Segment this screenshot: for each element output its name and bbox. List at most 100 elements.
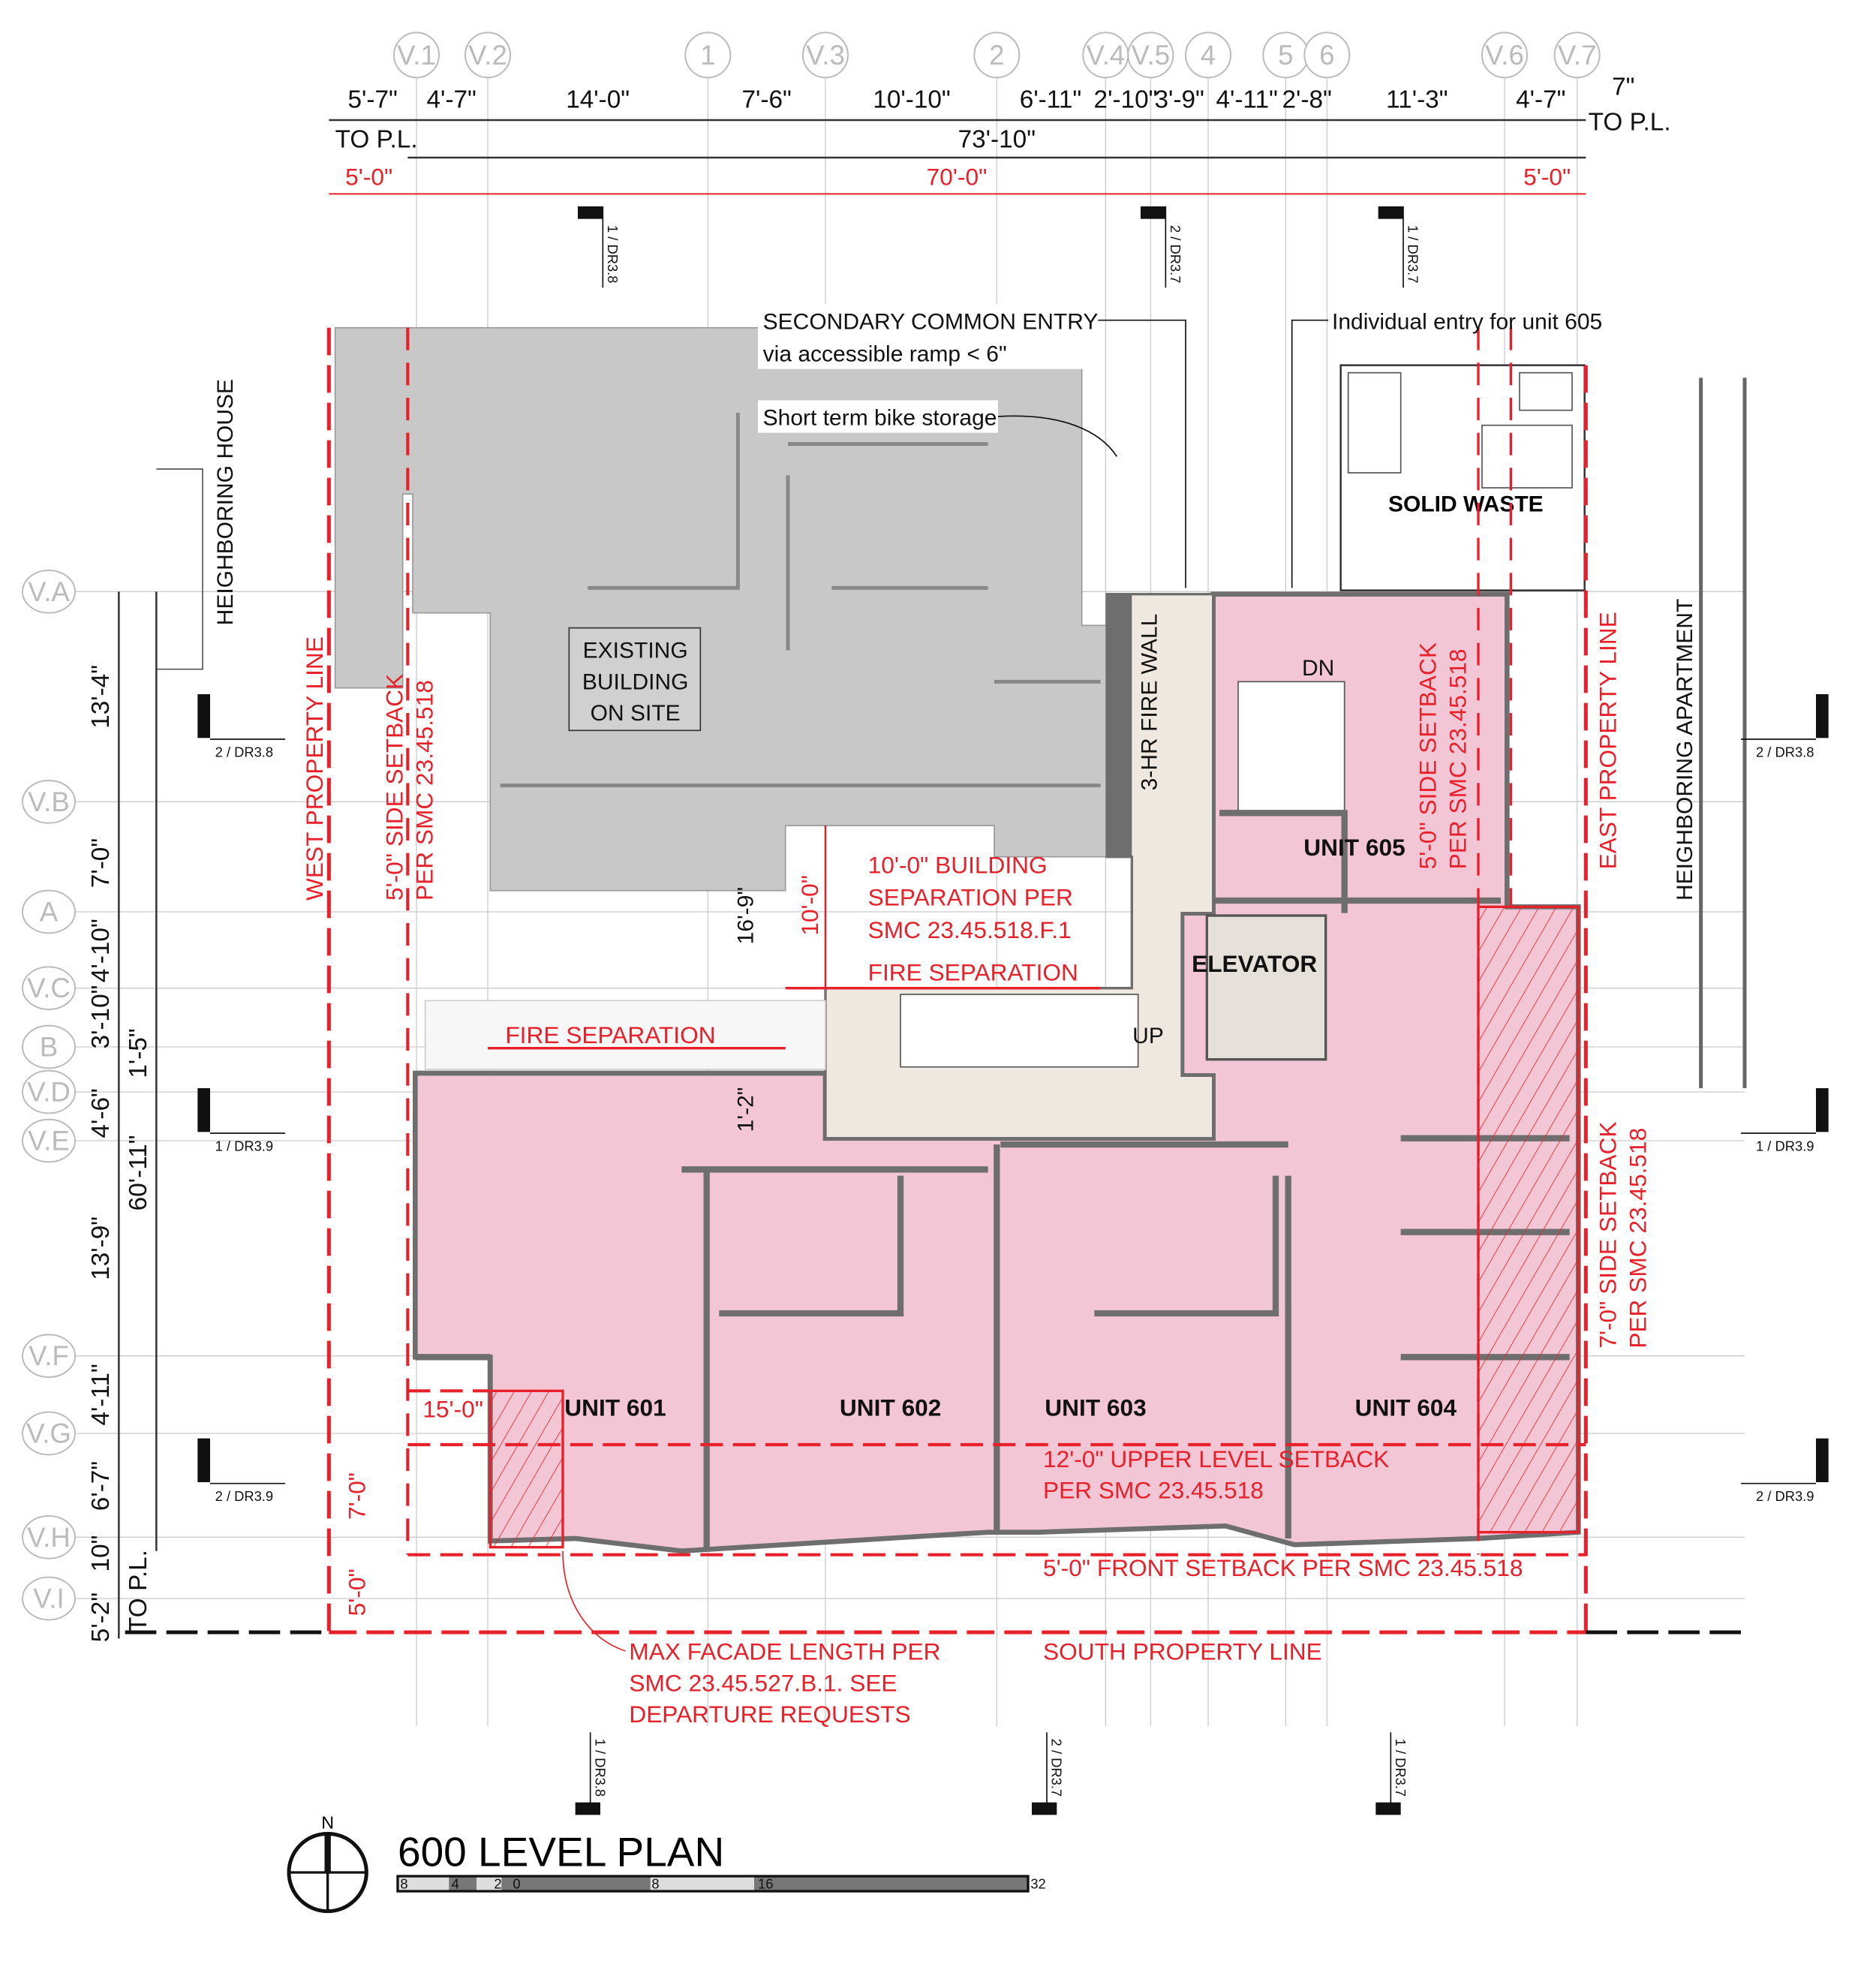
section-marker[interactable] [1032,1802,1057,1815]
grid-bubble [684,32,732,79]
grid-bubble-label: V.E [28,1126,70,1156]
section-label: 1 / DR3.8 [605,225,621,283]
fire-separation-label-1: FIRE SEPARATION [868,959,1078,986]
grid-bubble [22,1411,76,1456]
section-marker[interactable] [197,1438,210,1482]
section-marker[interactable] [1816,1438,1829,1482]
north-arrow: N [287,1813,368,1914]
scale-0: 0 [513,1876,520,1892]
left-dim-1-5: 1'-5" [125,1028,152,1078]
grid-bubble [22,889,76,934]
facade-hatch [490,1391,563,1547]
top-dimension: 4'-7" [426,86,476,113]
grid-bubble-label: V.I [33,1584,64,1614]
top-dimension-labels: 5'-7"4'-7"14'-0"7'-6"10'-10"6'-11"2'-10"… [347,74,1634,114]
grid-bubble-label: V.B [28,786,70,817]
grid-bubble-label: V.A [28,576,70,607]
unit-602-label: UNIT 602 [840,1394,941,1421]
unit-601-label: UNIT 601 [564,1394,666,1421]
grid-bubble [1553,32,1601,79]
top-dimension: 14'-0" [566,86,630,113]
east-side-setback-7-label-1: 7'-0" SIDE SETBACK [1594,1121,1621,1348]
section-label: 1 / DR3.7 [1405,225,1421,283]
separation-note-3: SMC 23.45.518.F.1 [868,916,1072,943]
section-label: 1 / DR3.9 [1756,1138,1814,1153]
stair [900,994,1139,1068]
section-label: 1 / DR3.7 [1393,1739,1409,1797]
section-marker[interactable] [1141,206,1166,219]
section-marker[interactable] [575,1802,600,1815]
west-property-line-label: WEST PROPERTY LINE [301,636,328,901]
dim-7-0: 7'-0" [344,1472,371,1520]
grid-bubble [22,1334,76,1378]
grid-bubble [1481,32,1528,79]
left-dimension: 5'-2" [87,1593,115,1642]
scale-16: 16 [758,1876,773,1892]
grid-bubble-label: A [40,897,59,928]
section-marker[interactable] [197,694,210,738]
existing-label-1: EXISTING [583,639,688,663]
grid-bubble-label: V.4 [1087,40,1126,71]
facade-note-2: SMC 23.45.527.B.1. SEE [629,1669,897,1696]
grid-bubble-label: V.5 [1132,40,1171,71]
section-label: 2 / DR3.9 [215,1488,273,1504]
existing-building-label-box [568,627,702,732]
fire-wall-label: 3-HR FIRE WALL [1138,614,1162,791]
grid-bubble-label: 4 [1201,40,1216,71]
east-setback-label-1: 5'-0" SIDE SETBACK [1414,642,1441,869]
top-red-dim-west: 5'-0" [345,164,392,191]
upper-setback-note-1: 12'-0" UPPER LEVEL SETBACK [1043,1445,1389,1472]
east-setback-label-2: PER SMC 23.45.518 [1444,648,1471,869]
facade-leader [562,1550,626,1652]
grid-bubble-label: V.F [29,1340,69,1371]
top-dimension: 2'-8" [1282,86,1331,113]
existing-label-3: ON SITE [591,701,681,726]
section-marker[interactable] [578,206,603,219]
callout-bg [758,304,1099,369]
north-label: N [321,1813,334,1833]
fire-wall [1107,594,1132,857]
section-marker[interactable] [1816,694,1829,738]
section-marker[interactable] [1375,1802,1401,1815]
grid-bubble [1127,32,1174,79]
grid-bubble-label: V.1 [397,40,436,71]
grid-bubble-label: 1 [700,40,715,71]
top-dimension: 2'-10" [1094,86,1158,113]
section-label: 2 / DR3.7 [1168,225,1183,283]
stair-up-label: UP [1132,1024,1164,1048]
grid-bubble [1185,32,1231,79]
callout-bg [758,400,998,433]
grid-bubble-label: V.7 [1558,40,1597,71]
left-dimension: 4'-6" [87,1088,115,1138]
top-dimensions [329,119,1586,195]
bike-storage-label: Short term bike storage [763,406,997,431]
section-marker[interactable] [1378,206,1403,219]
west-setback-label-2: PER SMC 23.45.518 [411,680,438,901]
scale-bar: 8 4 2 0 8 16 32 [396,1875,1046,1893]
grid-bubble-label: B [40,1032,58,1063]
scale-4: 4 [452,1876,459,1892]
scale-2: 2 [494,1876,501,1892]
grid-bubble [1303,32,1351,79]
grid-bubble [22,1024,76,1069]
bike-storage-leader [997,415,1118,457]
grid-bubble [464,32,511,79]
section-marker[interactable] [1816,1088,1829,1132]
secondary-entry-leader [1098,319,1186,588]
unit-605-label: UNIT 605 [1303,834,1405,861]
south-property-line-label: SOUTH PROPERTY LINE [1043,1638,1322,1665]
unit-603-label: UNIT 603 [1045,1394,1146,1421]
secondary-entry-label-2: via accessible ramp < 6" [763,342,1007,367]
left-dimension: 13'-9" [87,1217,115,1280]
left-dimension-labels: 13'-4"7'-0"4'-10"3'-10"4'-6"13'-9"4'-11"… [87,665,115,1642]
section-label: 1 / DR3.8 [592,1739,608,1797]
stair-down-label: DN [1302,656,1334,681]
section-marker[interactable] [197,1088,210,1132]
grid-bubble-label: V.H [27,1522,71,1553]
solid-waste-enclosure: SOLID WASTE [1339,364,1586,591]
left-dimension: 3'-10" [87,985,115,1049]
existing-label-2: BUILDING [582,669,689,694]
top-dimension: 10'-10" [873,86,950,113]
